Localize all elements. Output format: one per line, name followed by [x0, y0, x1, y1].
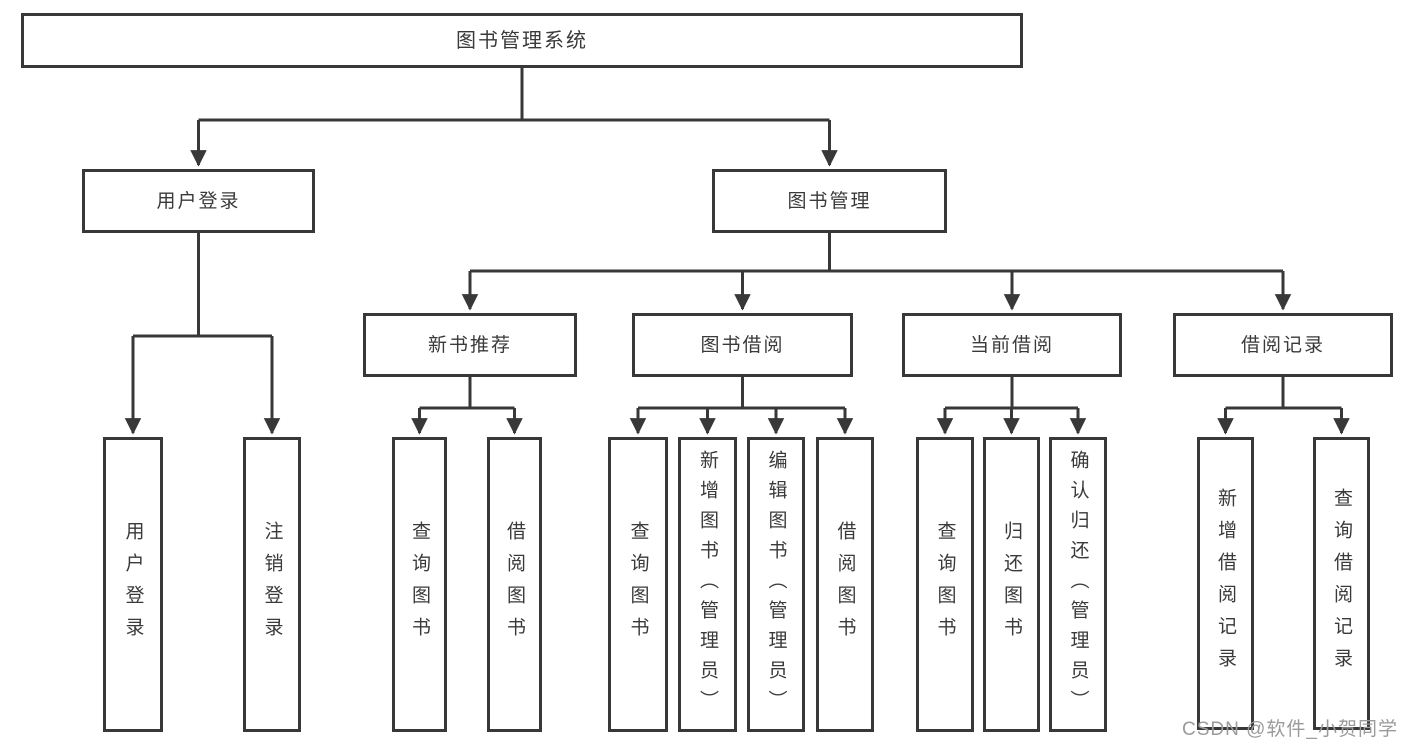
- node-book-management: 图书管理: [712, 169, 947, 233]
- leaf-user-login: 用户登录: [103, 437, 163, 732]
- leaf-add-books-admin: 新增图书（管理员）: [678, 437, 737, 732]
- node-current-borrow: 当前借阅: [902, 313, 1122, 377]
- node-label: 图书管理: [787, 190, 872, 212]
- node-label: 新增借阅记录: [1215, 487, 1236, 680]
- node-label: 查询图书: [409, 520, 430, 649]
- node-label: 查询图书: [934, 520, 956, 649]
- leaf-query-borrow-record: 查询借阅记录: [1313, 437, 1370, 730]
- leaf-logout: 注销登录: [243, 437, 301, 732]
- node-label: 图书借阅: [700, 334, 785, 356]
- leaf-query-books-borrow: 查询图书: [608, 437, 668, 732]
- node-label: 注销登录: [261, 520, 283, 649]
- leaf-query-books-current: 查询图书: [916, 437, 974, 732]
- node-label: 借阅图书: [834, 520, 856, 649]
- node-label: 查询图书: [627, 520, 649, 649]
- leaf-query-books-recommend: 查询图书: [392, 437, 447, 732]
- node-label: 查询借阅记录: [1331, 487, 1352, 680]
- node-new-book-recommend: 新书推荐: [363, 313, 577, 377]
- leaf-borrow-books-recommend: 借阅图书: [487, 437, 542, 732]
- node-library-management-system: 图书管理系统: [21, 13, 1023, 68]
- node-label: 确认归还（管理员）: [1067, 449, 1089, 720]
- leaf-add-borrow-record: 新增借阅记录: [1197, 437, 1254, 730]
- node-label: 新增图书（管理员）: [697, 449, 718, 720]
- node-label: 编辑图书（管理员）: [765, 449, 787, 720]
- leaf-confirm-return-admin: 确认归还（管理员）: [1049, 437, 1107, 732]
- node-label: 借阅记录: [1240, 334, 1325, 356]
- leaf-return-books: 归还图书: [983, 437, 1040, 732]
- node-label: 用户登录: [156, 190, 241, 212]
- node-label: 图书管理系统: [456, 29, 588, 52]
- leaf-edit-books-admin: 编辑图书（管理员）: [747, 437, 805, 732]
- node-label: 用户登录: [122, 520, 144, 649]
- node-user-login: 用户登录: [82, 169, 315, 233]
- csdn-watermark: CSDN @软件_小贺同学: [1182, 719, 1398, 740]
- node-label: 归还图书: [1001, 520, 1022, 649]
- node-label: 当前借阅: [969, 334, 1054, 356]
- node-borrow-records: 借阅记录: [1173, 313, 1393, 377]
- node-label: 新书推荐: [427, 334, 512, 356]
- leaf-borrow-books: 借阅图书: [816, 437, 874, 732]
- node-label: 借阅图书: [504, 520, 525, 649]
- node-book-borrow: 图书借阅: [632, 313, 853, 377]
